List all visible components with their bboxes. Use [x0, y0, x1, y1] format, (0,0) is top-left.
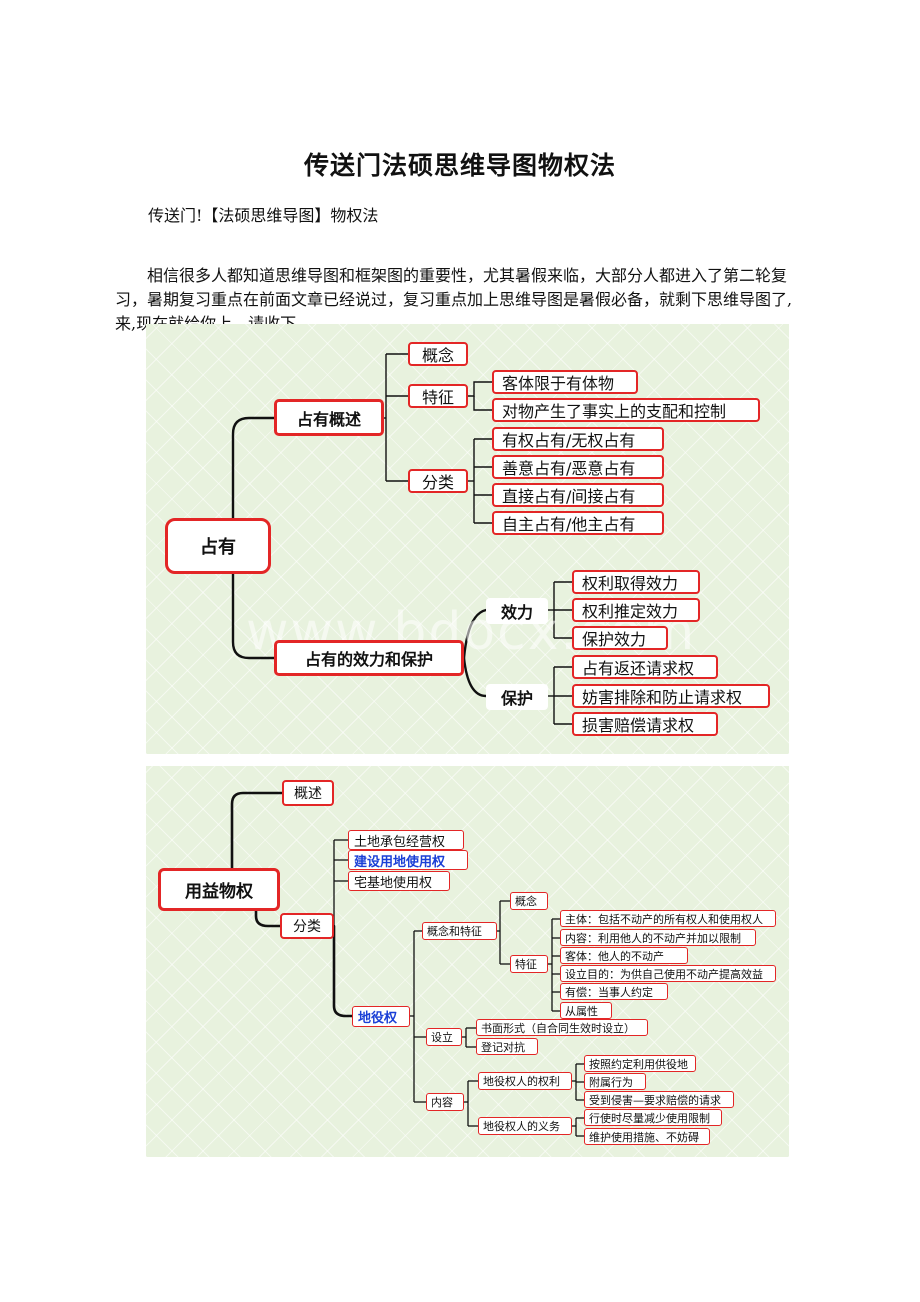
leaf-effect: 权利推定效力	[572, 598, 700, 622]
page-title: 传送门法硕思维导图物权法	[303, 151, 616, 180]
leaf-right: 附属行为	[584, 1073, 646, 1090]
leaf-category: 善意占有/恶意占有	[492, 455, 664, 479]
node-protection: 保护	[486, 684, 548, 710]
leaf-feature: 内容：利用他人的不动产并加以限制	[560, 929, 756, 946]
leaf-establishment: 登记对抗	[476, 1038, 538, 1055]
leaf-effect: 权利取得效力	[572, 570, 700, 594]
mindmap-usufruct-connectors	[230, 791, 584, 1137]
node-easement: 地役权	[352, 1006, 410, 1027]
node-duties: 地役权人的义务	[478, 1117, 572, 1135]
node-rights: 地役权人的权利	[478, 1072, 572, 1090]
node-concept: 概念	[408, 342, 468, 366]
mindmap-usufruct: 用益物权 概述 分类 土地承包经营权 建设用地使用权 宅基地使用权 地役权 概念…	[146, 766, 789, 1157]
leaf-category-highlight: 建设用地使用权	[348, 850, 468, 870]
root-node-usufruct: 用益物权	[158, 868, 280, 911]
mindmap-possession-connectors	[231, 353, 572, 725]
mindmap-possession: www.bdocx.com 占有 占有概述 概念 特征 分类 客体限于有体物 对…	[146, 324, 789, 754]
node-categories: 分类	[280, 913, 334, 939]
node-effect-protection: 占有的效力和保护	[274, 640, 464, 676]
node-possession-overview: 占有概述	[274, 399, 384, 436]
subtitle: 传送门!【法硕思维导图】物权法	[148, 206, 379, 225]
leaf-duty: 行使时尽量减少使用限制	[584, 1109, 722, 1126]
leaf-right: 按照约定利用供役地	[584, 1055, 696, 1072]
leaf-duty: 维护使用措施、不妨碍	[584, 1128, 710, 1145]
leaf-category: 土地承包经营权	[348, 830, 464, 850]
leaf-category: 宅基地使用权	[348, 871, 450, 891]
node-categories: 分类	[408, 469, 468, 493]
node-establishment: 设立	[426, 1028, 462, 1046]
leaf-protection: 损害赔偿请求权	[572, 712, 718, 736]
leaf-protection: 妨害排除和防止请求权	[572, 684, 770, 708]
leaf-establishment: 书面形式（自合同生效时设立）	[476, 1019, 648, 1036]
leaf-category: 有权占有/无权占有	[492, 427, 664, 451]
node-concept-features: 概念和特征	[422, 922, 497, 940]
node-effectiveness: 效力	[486, 598, 548, 624]
node-content: 内容	[426, 1093, 464, 1111]
leaf-feature: 对物产生了事实上的支配和控制	[492, 398, 760, 422]
node-concept: 概念	[510, 892, 548, 910]
leaf-feature: 客体限于有体物	[492, 370, 638, 394]
leaf-protection: 占有返还请求权	[572, 655, 718, 679]
leaf-right: 受到侵害—要求赔偿的请求	[584, 1091, 734, 1108]
leaf-effect: 保护效力	[572, 626, 668, 650]
node-overview: 概述	[282, 780, 334, 806]
leaf-feature: 客体：他人的不动产	[560, 947, 688, 964]
leaf-category: 直接占有/间接占有	[492, 483, 664, 507]
node-features: 特征	[510, 955, 548, 973]
root-node-possession: 占有	[165, 518, 271, 574]
leaf-feature: 主体：包括不动产的所有权人和使用权人	[560, 910, 776, 927]
node-features: 特征	[408, 384, 468, 408]
leaf-feature: 从属性	[560, 1002, 612, 1019]
leaf-category: 自主占有/他主占有	[492, 511, 664, 535]
leaf-feature: 设立目的：为供自己使用不动产提高效益	[560, 965, 776, 982]
leaf-feature: 有偿：当事人约定	[560, 983, 668, 1000]
